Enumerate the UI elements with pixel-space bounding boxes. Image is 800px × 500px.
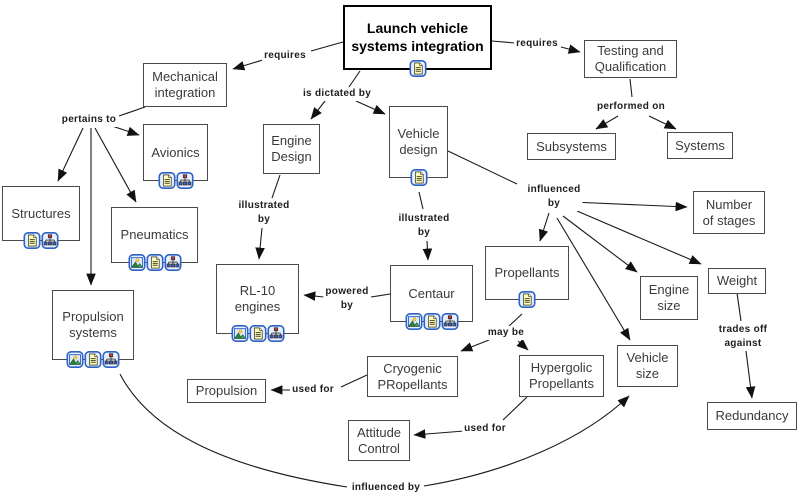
node-label: Propulsion systems <box>62 309 124 340</box>
hierarchy-icon[interactable] <box>267 325 284 342</box>
node-label: Vehicle design <box>397 126 440 157</box>
node-label: Vehicle size <box>626 350 669 381</box>
link-label-illustrated-by-vehicle[interactable]: illustrated by <box>396 212 452 240</box>
document-icon[interactable] <box>158 172 175 189</box>
resource-strip <box>410 169 427 186</box>
link-label-performed-on[interactable]: performed on <box>594 100 668 114</box>
hierarchy-icon[interactable] <box>102 351 120 368</box>
node-propulsion[interactable]: Propulsion <box>187 379 266 403</box>
hierarchy-icon[interactable] <box>176 172 193 189</box>
resource-strip <box>128 254 181 271</box>
document-icon[interactable] <box>84 351 102 368</box>
node-propulsion-systems[interactable]: Propulsion systems <box>52 290 134 368</box>
node-testing-and-qualification[interactable]: Testing and Qualification <box>584 40 677 78</box>
document-icon[interactable] <box>518 291 536 308</box>
image-icon[interactable] <box>405 313 422 330</box>
document-icon[interactable] <box>146 254 163 271</box>
node-redundancy[interactable]: Redundancy <box>707 402 797 430</box>
node-label: Hypergolic Propellants <box>528 360 595 391</box>
node-attitude-control[interactable]: Attitude Control <box>348 420 410 461</box>
document-icon[interactable] <box>249 325 266 342</box>
node-avionics[interactable]: Avionics <box>143 124 208 189</box>
link-label-requires-testing[interactable]: requires <box>514 37 560 51</box>
link-label-influenced-by[interactable]: influenced by <box>525 183 583 211</box>
link-label-used-for-attitude[interactable]: used for <box>462 422 508 436</box>
node-centaur[interactable]: Centaur <box>390 265 473 330</box>
node-label: Subsystems <box>536 138 607 154</box>
node-subsystems[interactable]: Subsystems <box>527 133 616 160</box>
node-label: Testing and Qualification <box>594 43 667 74</box>
image-icon[interactable] <box>128 254 145 271</box>
hierarchy-icon[interactable] <box>441 313 458 330</box>
node-rl10-engines[interactable]: RL-10 engines <box>216 264 299 342</box>
node-label: Engine size <box>648 282 690 313</box>
node-pneumatics[interactable]: Pneumatics <box>111 207 198 271</box>
node-mechanical-integration[interactable]: Mechanical integration <box>143 63 227 107</box>
node-structures[interactable]: Structures <box>2 186 80 249</box>
document-icon[interactable] <box>423 313 440 330</box>
link-label-illustrated-by-engine[interactable]: illustrated by <box>236 199 292 227</box>
resource-strip <box>66 351 120 368</box>
node-label: Weight <box>716 273 758 289</box>
node-label: Mechanical integration <box>152 69 218 100</box>
node-vehicle-size[interactable]: Vehicle size <box>617 345 678 387</box>
link-label-requires-mechanical[interactable]: requires <box>262 49 308 63</box>
node-label: Engine Design <box>271 133 312 164</box>
node-label: Number of stages <box>702 196 756 228</box>
node-engine-size[interactable]: Engine size <box>640 276 698 320</box>
node-number-of-stages[interactable]: Number of stages <box>693 191 765 234</box>
resource-strip <box>231 325 284 342</box>
image-icon[interactable] <box>66 351 84 368</box>
resource-strip <box>409 60 426 77</box>
link-label-is-dictated-by[interactable]: is dictated by <box>300 87 374 101</box>
node-label: Avionics <box>151 144 200 160</box>
node-label: Attitude Control <box>356 424 402 456</box>
link-label-used-for-propulsion[interactable]: used for <box>290 383 336 397</box>
node-label: Propulsion <box>195 383 258 399</box>
node-label: Systems <box>675 137 725 153</box>
node-label: Launch vehicle systems integration <box>351 20 484 54</box>
node-propellants[interactable]: Propellants <box>485 246 569 308</box>
node-launch-vehicle-systems-integration[interactable]: Launch vehicle systems integration <box>343 5 492 77</box>
link-label-powered-by[interactable]: powered by <box>323 285 371 313</box>
link-label-trades-off-against[interactable]: trades off against <box>716 323 770 351</box>
document-icon[interactable] <box>409 60 426 77</box>
node-label: Pneumatics <box>120 227 189 243</box>
link-label-pertains-to[interactable]: pertains to <box>59 113 119 127</box>
node-hypergolic-propellants[interactable]: Hypergolic Propellants <box>519 355 604 397</box>
resource-strip <box>158 172 193 189</box>
document-icon[interactable] <box>410 169 427 186</box>
link-label-influenced-by-bottom[interactable]: influenced by <box>349 481 423 495</box>
document-icon[interactable] <box>23 232 41 249</box>
hierarchy-icon[interactable] <box>41 232 59 249</box>
node-weight[interactable]: Weight <box>708 268 766 294</box>
node-engine-design[interactable]: Engine Design <box>263 124 320 174</box>
node-systems[interactable]: Systems <box>667 132 733 159</box>
node-label: Centaur <box>408 285 455 301</box>
node-label: Cryogenic PRopellants <box>377 360 448 392</box>
resource-strip <box>518 291 536 308</box>
resource-strip <box>23 232 59 249</box>
image-icon[interactable] <box>231 325 248 342</box>
node-label: Structures <box>11 205 71 221</box>
link-label-may-be[interactable]: may be <box>485 326 527 340</box>
hierarchy-icon[interactable] <box>164 254 181 271</box>
node-label: Propellants <box>494 265 560 281</box>
resource-strip <box>405 313 458 330</box>
node-label: Redundancy <box>715 408 789 424</box>
node-vehicle-design[interactable]: Vehicle design <box>389 106 448 186</box>
node-cryogenic-propellants[interactable]: Cryogenic PRopellants <box>367 356 458 397</box>
node-label: RL-10 engines <box>234 283 281 314</box>
